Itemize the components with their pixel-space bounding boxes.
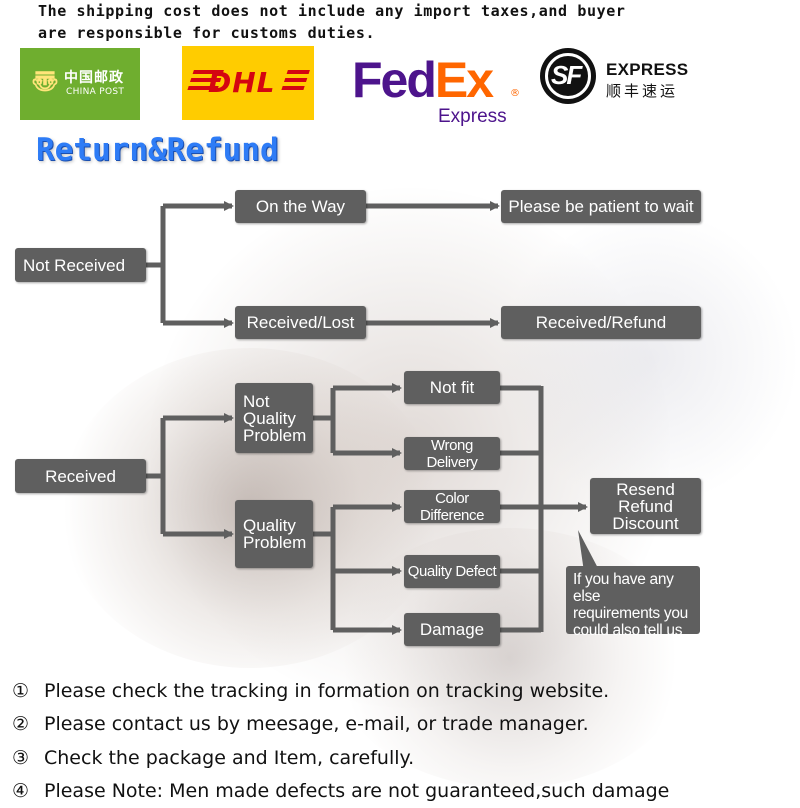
node-wrong-delivery: Wrong Delivery <box>404 437 500 470</box>
instruction-number: ② <box>12 713 44 735</box>
node-color-difference: Color Difference <box>404 490 500 523</box>
instruction-number: ④ <box>12 780 44 802</box>
instruction-text: Check the package and Item, carefully. <box>44 747 414 769</box>
node-not-quality-problem: Not Quality Problem <box>235 383 313 453</box>
node-received: Received <box>15 459 146 493</box>
instruction-text: Please check the tracking in formation o… <box>44 680 609 702</box>
node-on-the-way: On the Way <box>235 190 366 223</box>
instruction-number: ① <box>12 680 44 702</box>
node-not-fit: Not fit <box>404 371 500 404</box>
instruction-text: Please Note: Men made defects are not gu… <box>44 780 669 802</box>
node-please-wait: Please be patient to wait <box>501 190 701 223</box>
node-damage: Damage <box>404 613 500 646</box>
tip-callout: If you have any else requirements you co… <box>566 566 700 634</box>
node-received-refund: Received/Refund <box>501 306 701 339</box>
node-not-received: Not Received <box>15 248 146 282</box>
node-received-lost: Received/Lost <box>235 306 366 339</box>
node-quality-problem: Quality Problem <box>235 500 313 568</box>
node-resend-refund-discount: Resend Refund Discount <box>590 478 701 534</box>
instruction-text: Please contact us by meesage, e-mail, or… <box>44 713 589 735</box>
instruction-number: ③ <box>12 747 44 769</box>
node-quality-defect: Quality Defect <box>404 555 500 588</box>
